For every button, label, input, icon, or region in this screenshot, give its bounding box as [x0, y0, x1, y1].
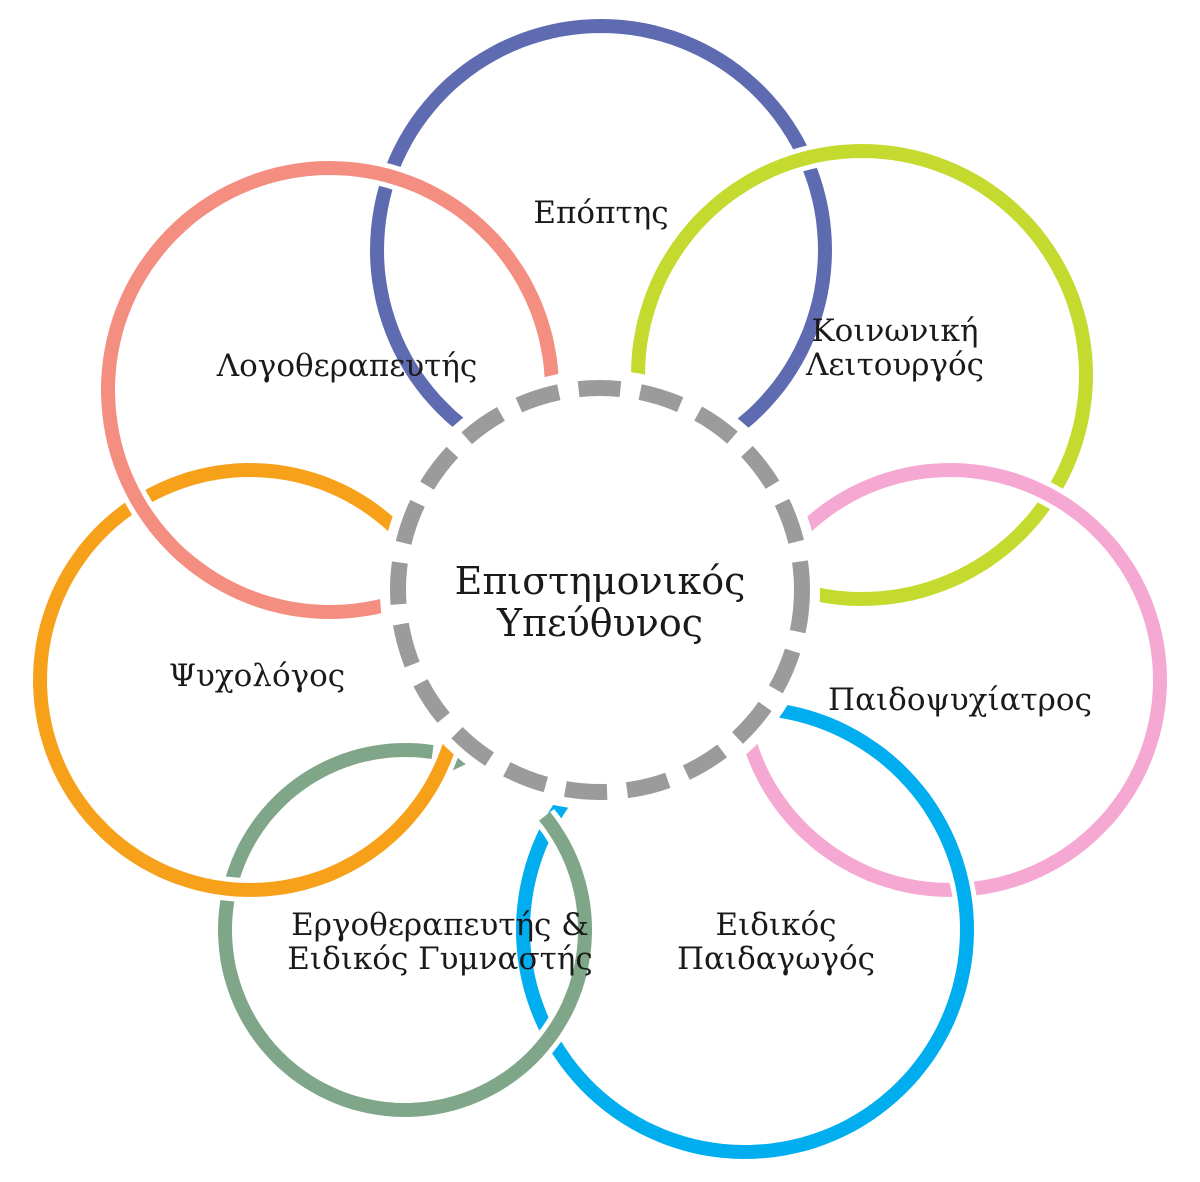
- ring-stroke-paidopsychiatros: [734, 462, 1168, 897]
- label-eidikos-paidagogos-line-1: Ειδικός: [715, 907, 837, 943]
- label-epoptis-line-1: Επόπτης: [533, 195, 669, 231]
- center-label-line-1: Επιστημονικός: [454, 559, 746, 603]
- center-dashed-ring: [390, 380, 810, 800]
- label-ergotherapeftis-line-1: Εργοθεραπευτής &: [291, 907, 589, 943]
- label-psychologos-line-1: Ψυχολόγος: [168, 658, 346, 694]
- ring-stroke-logotherapeftis: [100, 160, 560, 620]
- label-psychologos: Ψυχολόγος: [169, 659, 345, 693]
- label-ergotherapeftis: Εργοθεραπευτής & Ειδικός Γυμναστής: [287, 908, 592, 976]
- ring-stroke-koinoniki: [630, 143, 1094, 607]
- label-eidikos-paidagogos: Ειδικός Παιδαγωγός: [677, 908, 875, 976]
- label-logotherapeftis: Λογοθεραπευτής: [217, 349, 478, 383]
- ring-stroke-eidikos-paidagogos: [515, 700, 975, 1160]
- center-disc: [380, 370, 820, 810]
- center-label-line-2: Υπεύθυνος: [496, 601, 704, 645]
- label-koinoniki-line-2: Λειτουργός: [805, 347, 985, 383]
- label-paidopsychiatros: Παιδοψυχίατρος: [828, 683, 1092, 717]
- ring-stroke-psychologos: [32, 462, 466, 897]
- label-epoptis: Επόπτης: [533, 196, 668, 230]
- ring-stroke-ergotherapeftis: [217, 742, 593, 1118]
- label-koinoniki-leitourgos: Κοινωνική Λειτουργός: [806, 314, 984, 382]
- center-label: Επιστημονικός Υπεύθυνος: [455, 560, 746, 644]
- label-koinoniki-line-1: Κοινωνική: [811, 313, 979, 349]
- label-logotherapeftis-line-1: Λογοθεραπευτής: [216, 348, 478, 384]
- ring-stroke-epoptis: [369, 18, 833, 466]
- label-paidopsychiatros-line-1: Παιδοψυχίατρος: [828, 682, 1092, 718]
- label-eidikos-paidagogos-line-2: Παιδαγωγός: [676, 941, 876, 977]
- label-ergotherapeftis-line-2: Ειδικός Γυμναστής: [287, 941, 593, 977]
